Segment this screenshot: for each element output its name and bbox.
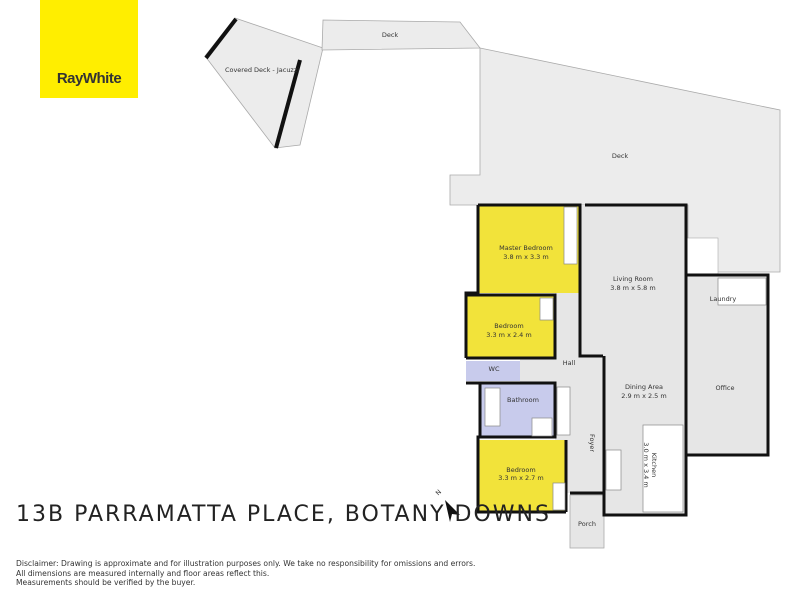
deck-top xyxy=(321,19,481,51)
porch-floor xyxy=(569,494,605,549)
master-bedroom-size: 3.8 m x 3.3 m xyxy=(503,253,548,261)
disclaimer: Disclaimer: Drawing is approximate and f… xyxy=(16,559,475,588)
bedroom-3-size: 3.3 m x 2.7 m xyxy=(498,474,543,482)
deck-main-label: Deck xyxy=(612,152,629,160)
fixtures xyxy=(484,206,767,513)
foyer-label: Foyer xyxy=(588,434,596,452)
hall-cross xyxy=(520,358,605,382)
walls xyxy=(464,203,770,517)
living-room-name: Living Room xyxy=(613,275,653,283)
living-room-size: 3.8 m x 5.8 m xyxy=(610,284,655,292)
hall-label: Hall xyxy=(563,359,576,367)
disclaimer-line: Disclaimer: Drawing is approximate and f… xyxy=(16,559,476,568)
wc xyxy=(466,361,520,381)
master-bedroom-name: Master Bedroom xyxy=(499,244,553,252)
office-label: Office xyxy=(716,384,735,392)
bathroom-label: Bathroom xyxy=(507,396,539,404)
dining-area-size: 2.9 m x 2.5 m xyxy=(621,392,666,400)
deck-top-label: Deck xyxy=(382,31,399,39)
deck-main xyxy=(449,47,781,273)
wc-label: WC xyxy=(489,365,500,373)
kitchen-size: 3.0 m x 3.4 m xyxy=(642,442,650,487)
porch-label: Porch xyxy=(578,520,596,528)
compass-label: N xyxy=(434,488,443,497)
bedroom-2-size: 3.3 m x 2.4 m xyxy=(486,331,531,339)
disclaimer-line: Measurements should be verified by the b… xyxy=(16,578,196,587)
covered-deck-label: Covered Deck - Jacuzzi xyxy=(225,66,299,74)
dining-area-name: Dining Area xyxy=(625,383,663,391)
logo-text: RayWhite xyxy=(56,70,122,87)
master-bedroom xyxy=(478,205,580,293)
bedroom-2-name: Bedroom xyxy=(494,322,523,330)
property-address: 13B PARRAMATTA PLACE, BOTANY DOWNS xyxy=(16,502,551,527)
laundry-entry xyxy=(685,237,719,276)
bedroom-3-name: Bedroom xyxy=(506,466,535,474)
raywhite-logo: RayWhite xyxy=(40,0,138,98)
north-arrow-icon xyxy=(445,500,460,522)
kitchen-name: Kitchen xyxy=(650,453,658,477)
disclaimer-line: All dimensions are measured internally a… xyxy=(16,568,270,578)
bedroom-3 xyxy=(478,440,566,512)
laundry-label: Laundry xyxy=(710,295,737,303)
